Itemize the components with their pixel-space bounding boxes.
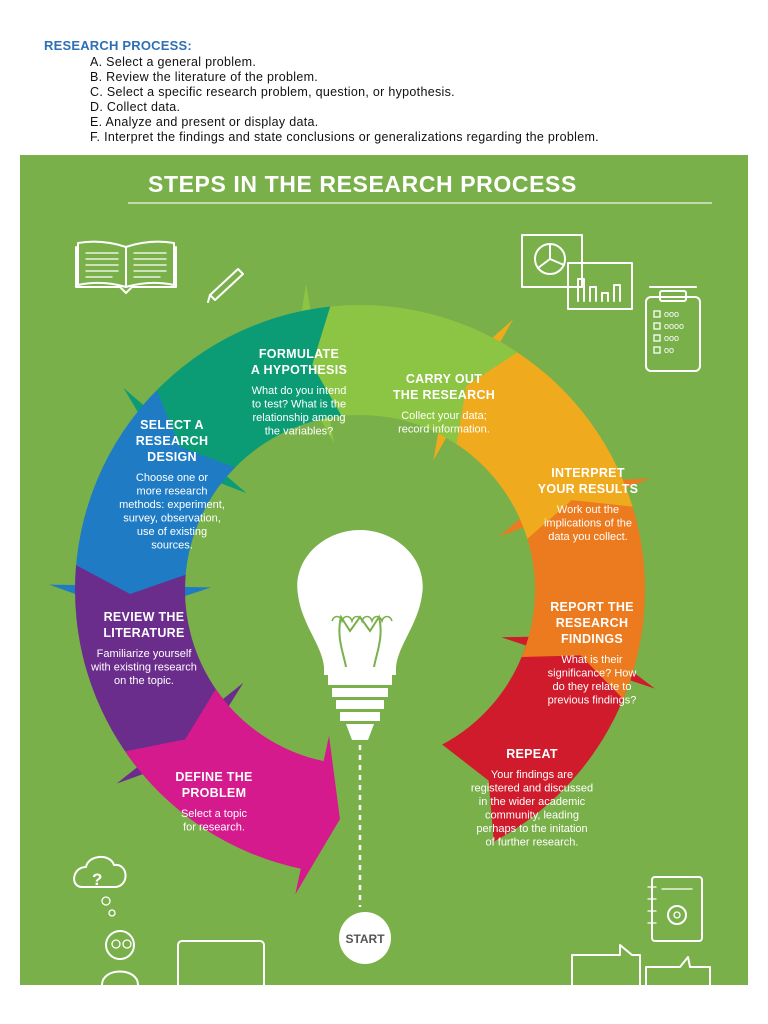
- step-label-2: REVIEW THE LITERATURE Familiarize yourself…: [90, 610, 197, 687]
- step-6-title-line: YOUR RESULTS: [538, 482, 639, 496]
- research-step-e: E. Analyze and present or display data.: [90, 115, 319, 129]
- step-6-desc-line: data you collect.: [548, 531, 628, 543]
- research-step-b: B. Review the literature of the problem.: [90, 70, 319, 84]
- step-3-desc-line: survey, observation,: [123, 513, 221, 525]
- step-6-desc-line: Work out the: [557, 504, 619, 516]
- step-1-title-line: DEFINE THE: [175, 770, 252, 784]
- step-3-desc-line: use of existing: [137, 526, 207, 538]
- step-2-desc-line: Familiarize yourself: [97, 648, 193, 660]
- step-4-desc-line: to test? What is the: [252, 399, 346, 411]
- step-2-title-line: REVIEW THE: [104, 610, 185, 624]
- notebook-gear-icon: [647, 876, 703, 942]
- step-4-title-line: FORMULATE: [259, 347, 339, 361]
- step-label-8: REPEAT Your findings are registered and di…: [471, 747, 593, 849]
- step-8-desc-line: registered and discussed: [471, 783, 593, 795]
- step-2-desc-line: with existing research: [90, 662, 197, 674]
- step-label-5: CARRY OUT THE RESEARCH Collect your data; r…: [393, 372, 495, 436]
- step-arrow-8: [125, 689, 340, 895]
- research-step-d: D. Collect data.: [90, 100, 181, 114]
- step-6-desc-line: implications of the: [544, 518, 632, 530]
- question-mark-icon: ?: [92, 870, 102, 889]
- step-label-6: INTERPRET YOUR RESULTS Work out the implica…: [538, 466, 639, 543]
- speech-bubbles-icon: [571, 944, 711, 985]
- step-8-desc-line: in the wider academic: [479, 796, 586, 808]
- step-7-desc-line: do they relate to: [553, 681, 632, 693]
- step-arrow-2: [499, 478, 651, 700]
- clipboard-mark-2: oooo: [664, 321, 684, 331]
- step-3-desc-line: Choose one or: [136, 472, 208, 484]
- step-arrow-6: [49, 390, 236, 615]
- infographic-canvas: STEPS IN THE RESEARCH PROCESS: [20, 155, 748, 985]
- step-1-title-line: PROBLEM: [182, 786, 247, 800]
- pencil-icon: [207, 268, 244, 303]
- thinking-person-icon: ?: [73, 856, 139, 985]
- step-3-title-line: DESIGN: [147, 450, 197, 464]
- step-5-title-line: CARRY OUT: [406, 372, 482, 386]
- step-8-desc-line: community, leading: [485, 810, 579, 822]
- step-label-1: DEFINE THE PROBLEM Select a topic for resea…: [175, 770, 252, 834]
- step-label-7: REPORT THE RESEARCH FINDINGS What is their s…: [548, 600, 637, 707]
- start-marker: START: [339, 912, 391, 964]
- step-5-desc-line: Collect your data;: [401, 410, 487, 422]
- laptop-icon: [177, 940, 265, 985]
- step-2-desc-line: on the topic.: [114, 675, 174, 687]
- clipboard-checklist-icon: ooo oooo ooo oo: [645, 286, 701, 372]
- step-5-title-line: THE RESEARCH: [393, 388, 495, 402]
- step-arrow-1: [442, 635, 655, 842]
- research-step-f: F. Interpret the findings and state conc…: [90, 130, 599, 144]
- step-4-title-line: A HYPOTHESIS: [251, 363, 347, 377]
- infographic-title: STEPS IN THE RESEARCH PROCESS: [148, 171, 577, 197]
- step-6-title-line: INTERPRET: [551, 466, 625, 480]
- step-1-desc-line: Select a topic: [181, 808, 248, 820]
- research-steps-list: A. Select a general problem. B. Review t…: [90, 55, 599, 145]
- step-arrow-4: [292, 283, 518, 445]
- clipboard-mark-4: oo: [664, 345, 674, 355]
- step-7-desc-line: What is their: [561, 654, 622, 666]
- process-ring: DEFINE THE PROBLEM Select a topic for resea…: [49, 283, 655, 895]
- step-3-title-line: SELECT A: [140, 418, 204, 432]
- step-8-desc-line: perhaps to the initation: [476, 823, 587, 835]
- step-label-4: FORMULATE A HYPOTHESIS What do you intend t…: [251, 347, 347, 438]
- step-4-desc-line: What do you intend: [252, 385, 347, 397]
- pie-chart-sheet-icon: [521, 234, 583, 288]
- step-8-desc-line: Your findings are: [491, 769, 573, 781]
- step-4-desc-line: the variables?: [265, 426, 334, 438]
- step-2-title-line: LITERATURE: [103, 626, 184, 640]
- clipboard-mark-1: ooo: [664, 309, 679, 319]
- step-5-desc-line: record information.: [398, 424, 490, 436]
- research-process-infographic: STEPS IN THE RESEARCH PROCESS: [20, 155, 748, 985]
- step-8-desc-line: of further research.: [486, 837, 579, 849]
- step-7-desc-line: significance? How: [548, 668, 637, 680]
- step-7-title-line: FINDINGS: [561, 632, 623, 646]
- research-step-c: C. Select a specific research problem, q…: [90, 85, 455, 99]
- step-8-title-line: REPEAT: [506, 747, 558, 761]
- step-7-desc-line: previous findings?: [548, 695, 637, 707]
- step-3-desc-line: methods: experiment,: [119, 499, 225, 511]
- bulb-filament-icon: [331, 615, 393, 624]
- step-1-desc-line: for research.: [183, 822, 245, 834]
- research-step-a: A. Select a general problem.: [90, 55, 257, 69]
- light-bulb-icon: [297, 530, 423, 907]
- step-7-title-line: REPORT THE: [550, 600, 634, 614]
- start-label: START: [345, 932, 385, 946]
- step-label-3: SELECT A RESEARCH DESIGN Choose one or more …: [119, 418, 225, 552]
- step-3-desc-line: sources.: [151, 540, 193, 552]
- open-book-icon: [75, 240, 177, 294]
- research-process-title: RESEARCH PROCESS:: [44, 38, 192, 53]
- bar-chart-sheet-icon: [567, 262, 633, 310]
- step-3-desc-line: more research: [137, 486, 208, 498]
- clipboard-mark-3: ooo: [664, 333, 679, 343]
- research-process-header: RESEARCH PROCESS: A. Select a general pr…: [44, 38, 599, 145]
- step-3-title-line: RESEARCH: [136, 434, 209, 448]
- step-7-title-line: RESEARCH: [556, 616, 629, 630]
- step-4-desc-line: relationship among: [253, 412, 346, 424]
